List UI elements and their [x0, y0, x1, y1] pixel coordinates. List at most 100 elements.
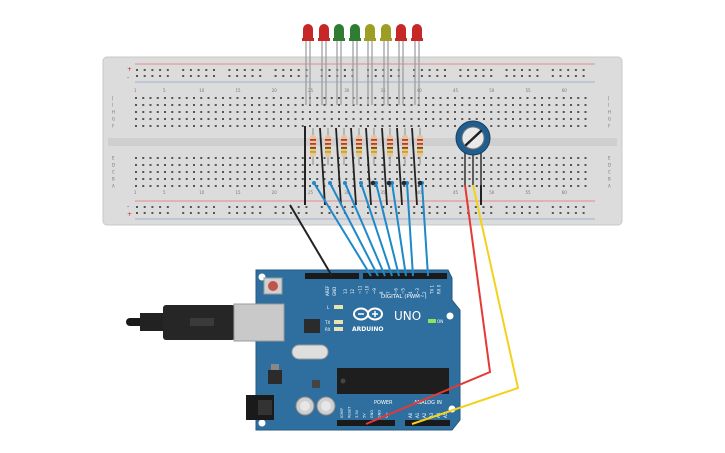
breadboard-hole — [345, 104, 348, 106]
potentiometer[interactable] — [455, 120, 491, 185]
breadboard-hole — [541, 125, 543, 127]
breadboard-column-label: 35 — [381, 88, 387, 93]
breadboard-hole — [301, 157, 304, 159]
breadboard-hole — [562, 178, 565, 180]
breadboard-hole — [483, 178, 485, 180]
wire-end — [359, 181, 363, 185]
breadboard-column-label: 30 — [344, 88, 350, 93]
wire-end — [343, 181, 347, 185]
breadboard-rail-hole — [474, 75, 477, 77]
breadboard-hole — [222, 125, 224, 127]
breadboard-column-label: 15 — [236, 88, 242, 93]
breadboard-hole — [185, 125, 188, 127]
breadboard-hole — [294, 118, 297, 120]
resistor-band — [371, 147, 377, 149]
breadboard-rail-hole — [490, 75, 493, 77]
breadboard-rail-hole — [459, 75, 462, 77]
breadboard-rail-hole — [228, 69, 231, 71]
mount-hole — [258, 419, 266, 427]
breadboard-hole — [432, 185, 435, 187]
breadboard-hole — [193, 185, 195, 187]
breadboard-hole — [562, 125, 565, 127]
breadboard-hole — [301, 104, 304, 106]
breadboard-rail-hole — [151, 75, 154, 77]
resistor-band — [417, 139, 423, 141]
breadboard-hole — [193, 104, 195, 106]
breadboard-column-label: 25 — [308, 190, 314, 195]
breadboard-row-label: B — [608, 177, 611, 182]
breadboard-hole — [381, 178, 384, 180]
breadboard-rail-hole — [213, 75, 215, 77]
breadboard-hole — [439, 125, 442, 127]
breadboard-rail-hole — [567, 69, 570, 71]
breadboard-column-label: 55 — [526, 88, 532, 93]
led-rim — [395, 38, 407, 41]
breadboard-hole — [135, 118, 137, 120]
breadboard-hole — [294, 164, 297, 166]
breadboard-hole — [251, 178, 253, 180]
breadboard-hole — [272, 111, 275, 113]
breadboard-hole — [475, 157, 478, 159]
breadboard-hole — [461, 157, 464, 159]
breadboard-hole — [323, 171, 326, 173]
breadboard-hole — [149, 178, 152, 180]
breadboard-rail-hole — [236, 206, 239, 208]
breadboard-hole — [243, 104, 246, 106]
breadboard-rail-hole — [559, 75, 562, 77]
breadboard-rail-hole — [536, 69, 539, 71]
breadboard-hole — [374, 171, 377, 173]
breadboard-hole — [316, 118, 319, 120]
breadboard-hole — [468, 157, 471, 159]
breadboard-rail-hole — [328, 69, 331, 71]
led-rim — [333, 38, 345, 41]
resistor-band — [341, 147, 347, 149]
breadboard-hole — [512, 178, 514, 180]
breadboard-hole — [577, 157, 580, 159]
breadboard-hole — [229, 157, 232, 159]
breadboard-rail-hole — [236, 212, 239, 214]
breadboard-hole — [316, 97, 319, 99]
resistor — [387, 128, 393, 165]
breadboard-hole — [388, 111, 391, 113]
resistor-band — [356, 139, 362, 141]
breadboard-hole — [142, 118, 145, 120]
digital-pin-label: 2 — [422, 291, 427, 294]
breadboard-hole — [323, 164, 326, 166]
usb-connector-metal — [233, 303, 285, 342]
breadboard-hole — [468, 97, 471, 99]
breadboard-hole — [359, 104, 362, 106]
breadboard-hole — [214, 97, 217, 99]
breadboard-hole — [258, 111, 261, 113]
breadboard-hole — [548, 157, 551, 159]
breadboard-hole — [381, 185, 384, 187]
breadboard-hole — [454, 171, 456, 173]
breadboard-rail-hole — [551, 206, 554, 208]
resistor-band — [402, 143, 408, 145]
resistor-band — [402, 139, 408, 141]
breadboard-rail-hole — [205, 206, 208, 208]
breadboard-hole — [497, 185, 500, 187]
breadboard-hole — [403, 164, 406, 166]
breadboard-hole — [417, 164, 420, 166]
breadboard-hole — [265, 111, 268, 113]
breadboard-rail-hole — [136, 212, 138, 214]
breadboard-hole — [570, 178, 572, 180]
breadboard-hole — [301, 185, 304, 187]
breadboard-hole — [381, 97, 384, 99]
breadboard-hole — [468, 111, 471, 113]
breadboard-hole — [352, 125, 355, 127]
breadboard-rail-hole — [297, 69, 300, 71]
breadboard-hole — [374, 164, 377, 166]
reset-button[interactable] — [268, 281, 278, 291]
signal-wire — [344, 182, 386, 277]
breadboard-hole — [381, 125, 384, 127]
breadboard-hole — [251, 125, 253, 127]
wires — [289, 126, 520, 425]
breadboard-rail-hole — [282, 69, 285, 71]
breadboard-hole — [526, 171, 529, 173]
breadboard-hole — [417, 171, 420, 173]
breadboard-hole — [417, 185, 420, 187]
breadboard-hole — [432, 164, 435, 166]
breadboard-hole — [497, 111, 500, 113]
breadboard-hole — [483, 185, 485, 187]
